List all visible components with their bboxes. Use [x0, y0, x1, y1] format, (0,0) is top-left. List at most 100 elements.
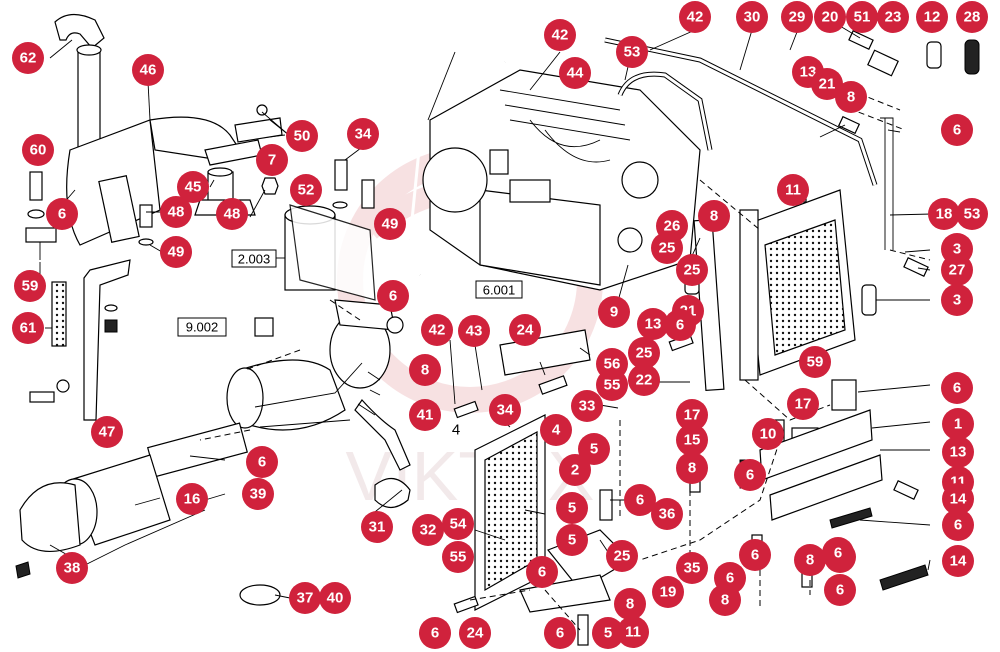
callout-8: 8 [614, 588, 646, 620]
callout-number: 61 [20, 320, 37, 337]
callout-circle [734, 459, 766, 491]
callout-1: 1 [942, 408, 974, 440]
callout-59: 59 [799, 346, 831, 378]
callout-45: 45 [177, 171, 209, 203]
callout-circle [606, 540, 638, 572]
callout-circle [256, 144, 288, 176]
callout-28: 28 [956, 1, 988, 33]
callout-circle [132, 54, 164, 86]
callout-42: 42 [544, 19, 576, 51]
callout-number: 6 [636, 492, 644, 509]
leader-lines [39, 19, 933, 599]
callout-48: 48 [160, 196, 192, 228]
callout-number: 13 [645, 316, 662, 333]
callout-8: 8 [676, 452, 708, 484]
callout-circle [942, 545, 974, 577]
callout-56: 56 [596, 348, 628, 380]
callout-number: 14 [950, 553, 967, 570]
callout-24: 24 [459, 617, 491, 649]
exhaust-assembly [54, 13, 286, 246]
callout-6: 6 [734, 459, 766, 491]
callout-number: 21 [819, 76, 836, 93]
callout-number: 30 [744, 9, 761, 26]
callout-24: 24 [509, 314, 541, 346]
callout-number: 3 [953, 292, 961, 309]
callout-number: 12 [924, 9, 941, 26]
callout-6: 6 [246, 446, 278, 478]
callout-12: 12 [916, 1, 948, 33]
callout-circle [319, 582, 351, 614]
callout-circle [526, 556, 558, 588]
callout-6: 6 [941, 372, 973, 404]
sleeve-assembly [284, 159, 376, 301]
callout-13: 13 [637, 308, 669, 340]
callout-number: 47 [99, 424, 116, 441]
callout-circle [290, 174, 322, 206]
callout-4: 4 [540, 414, 572, 446]
callout-circle [799, 346, 831, 378]
callout-25: 25 [628, 337, 660, 369]
callout-number: 6 [751, 547, 759, 564]
callout-circle [941, 114, 973, 146]
callout-16: 16 [176, 483, 208, 515]
callout-49: 49 [160, 236, 192, 268]
callout-number: 56 [604, 356, 621, 373]
callout-circle [736, 1, 768, 33]
callout-circle [46, 198, 78, 230]
callout-circle [571, 390, 603, 422]
callout-6: 6 [664, 309, 696, 341]
callout-circle [616, 36, 648, 68]
callout-number: 25 [659, 240, 676, 257]
callout-23: 23 [877, 1, 909, 33]
callout-25: 25 [606, 540, 638, 572]
callout-number: 8 [847, 89, 855, 106]
callout-circle [412, 514, 444, 546]
callout-17: 17 [676, 399, 708, 431]
callout-circle [177, 171, 209, 203]
callout-number: 6 [953, 380, 961, 397]
callout-47: 47 [91, 416, 123, 448]
callout-number: 28 [964, 9, 981, 26]
coolant-pipes [407, 37, 878, 277]
callout-circle [559, 454, 591, 486]
callout-53: 53 [956, 198, 988, 230]
callout-circle [544, 19, 576, 51]
callout-circle [942, 408, 974, 440]
callout-number: 51 [854, 9, 871, 26]
callout-number: 4 [552, 422, 561, 439]
callout-number: 5 [590, 441, 598, 458]
callout-circle [651, 498, 683, 530]
callout-6: 6 [942, 509, 974, 541]
callout-circle [377, 280, 409, 312]
callout-number: 18 [936, 206, 953, 223]
callout-number: 48 [224, 206, 241, 223]
callout-37: 37 [289, 582, 321, 614]
callout-number: 29 [789, 9, 806, 26]
callout-number: 62 [20, 50, 37, 67]
callout-8: 8 [794, 544, 826, 576]
callout-circle [596, 348, 628, 380]
callout-31: 31 [361, 511, 393, 543]
callout-number: 8 [626, 596, 634, 613]
callout-number: 55 [450, 549, 467, 566]
callout-circle [676, 254, 708, 286]
assembly-lines [199, 89, 931, 631]
left-bracket-parts [25, 171, 131, 421]
callout-number: 37 [297, 590, 314, 607]
callout-number: 19 [660, 584, 677, 601]
callout-number: 9 [610, 304, 618, 321]
callout-circle [419, 617, 451, 649]
callout-number: 20 [822, 9, 839, 26]
callout-circle [160, 236, 192, 268]
callout-number: 40 [327, 590, 344, 607]
callout-5: 5 [578, 433, 610, 465]
callout-6: 6 [739, 539, 771, 571]
callout-circle [409, 354, 441, 386]
callout-number: 2 [571, 462, 579, 479]
callout-number: 50 [294, 128, 311, 145]
callout-8: 8 [698, 200, 730, 232]
callout-circle [374, 208, 406, 240]
callout-61: 61 [12, 312, 44, 344]
callout-35: 35 [676, 552, 708, 584]
callout-number: 6 [538, 564, 546, 581]
